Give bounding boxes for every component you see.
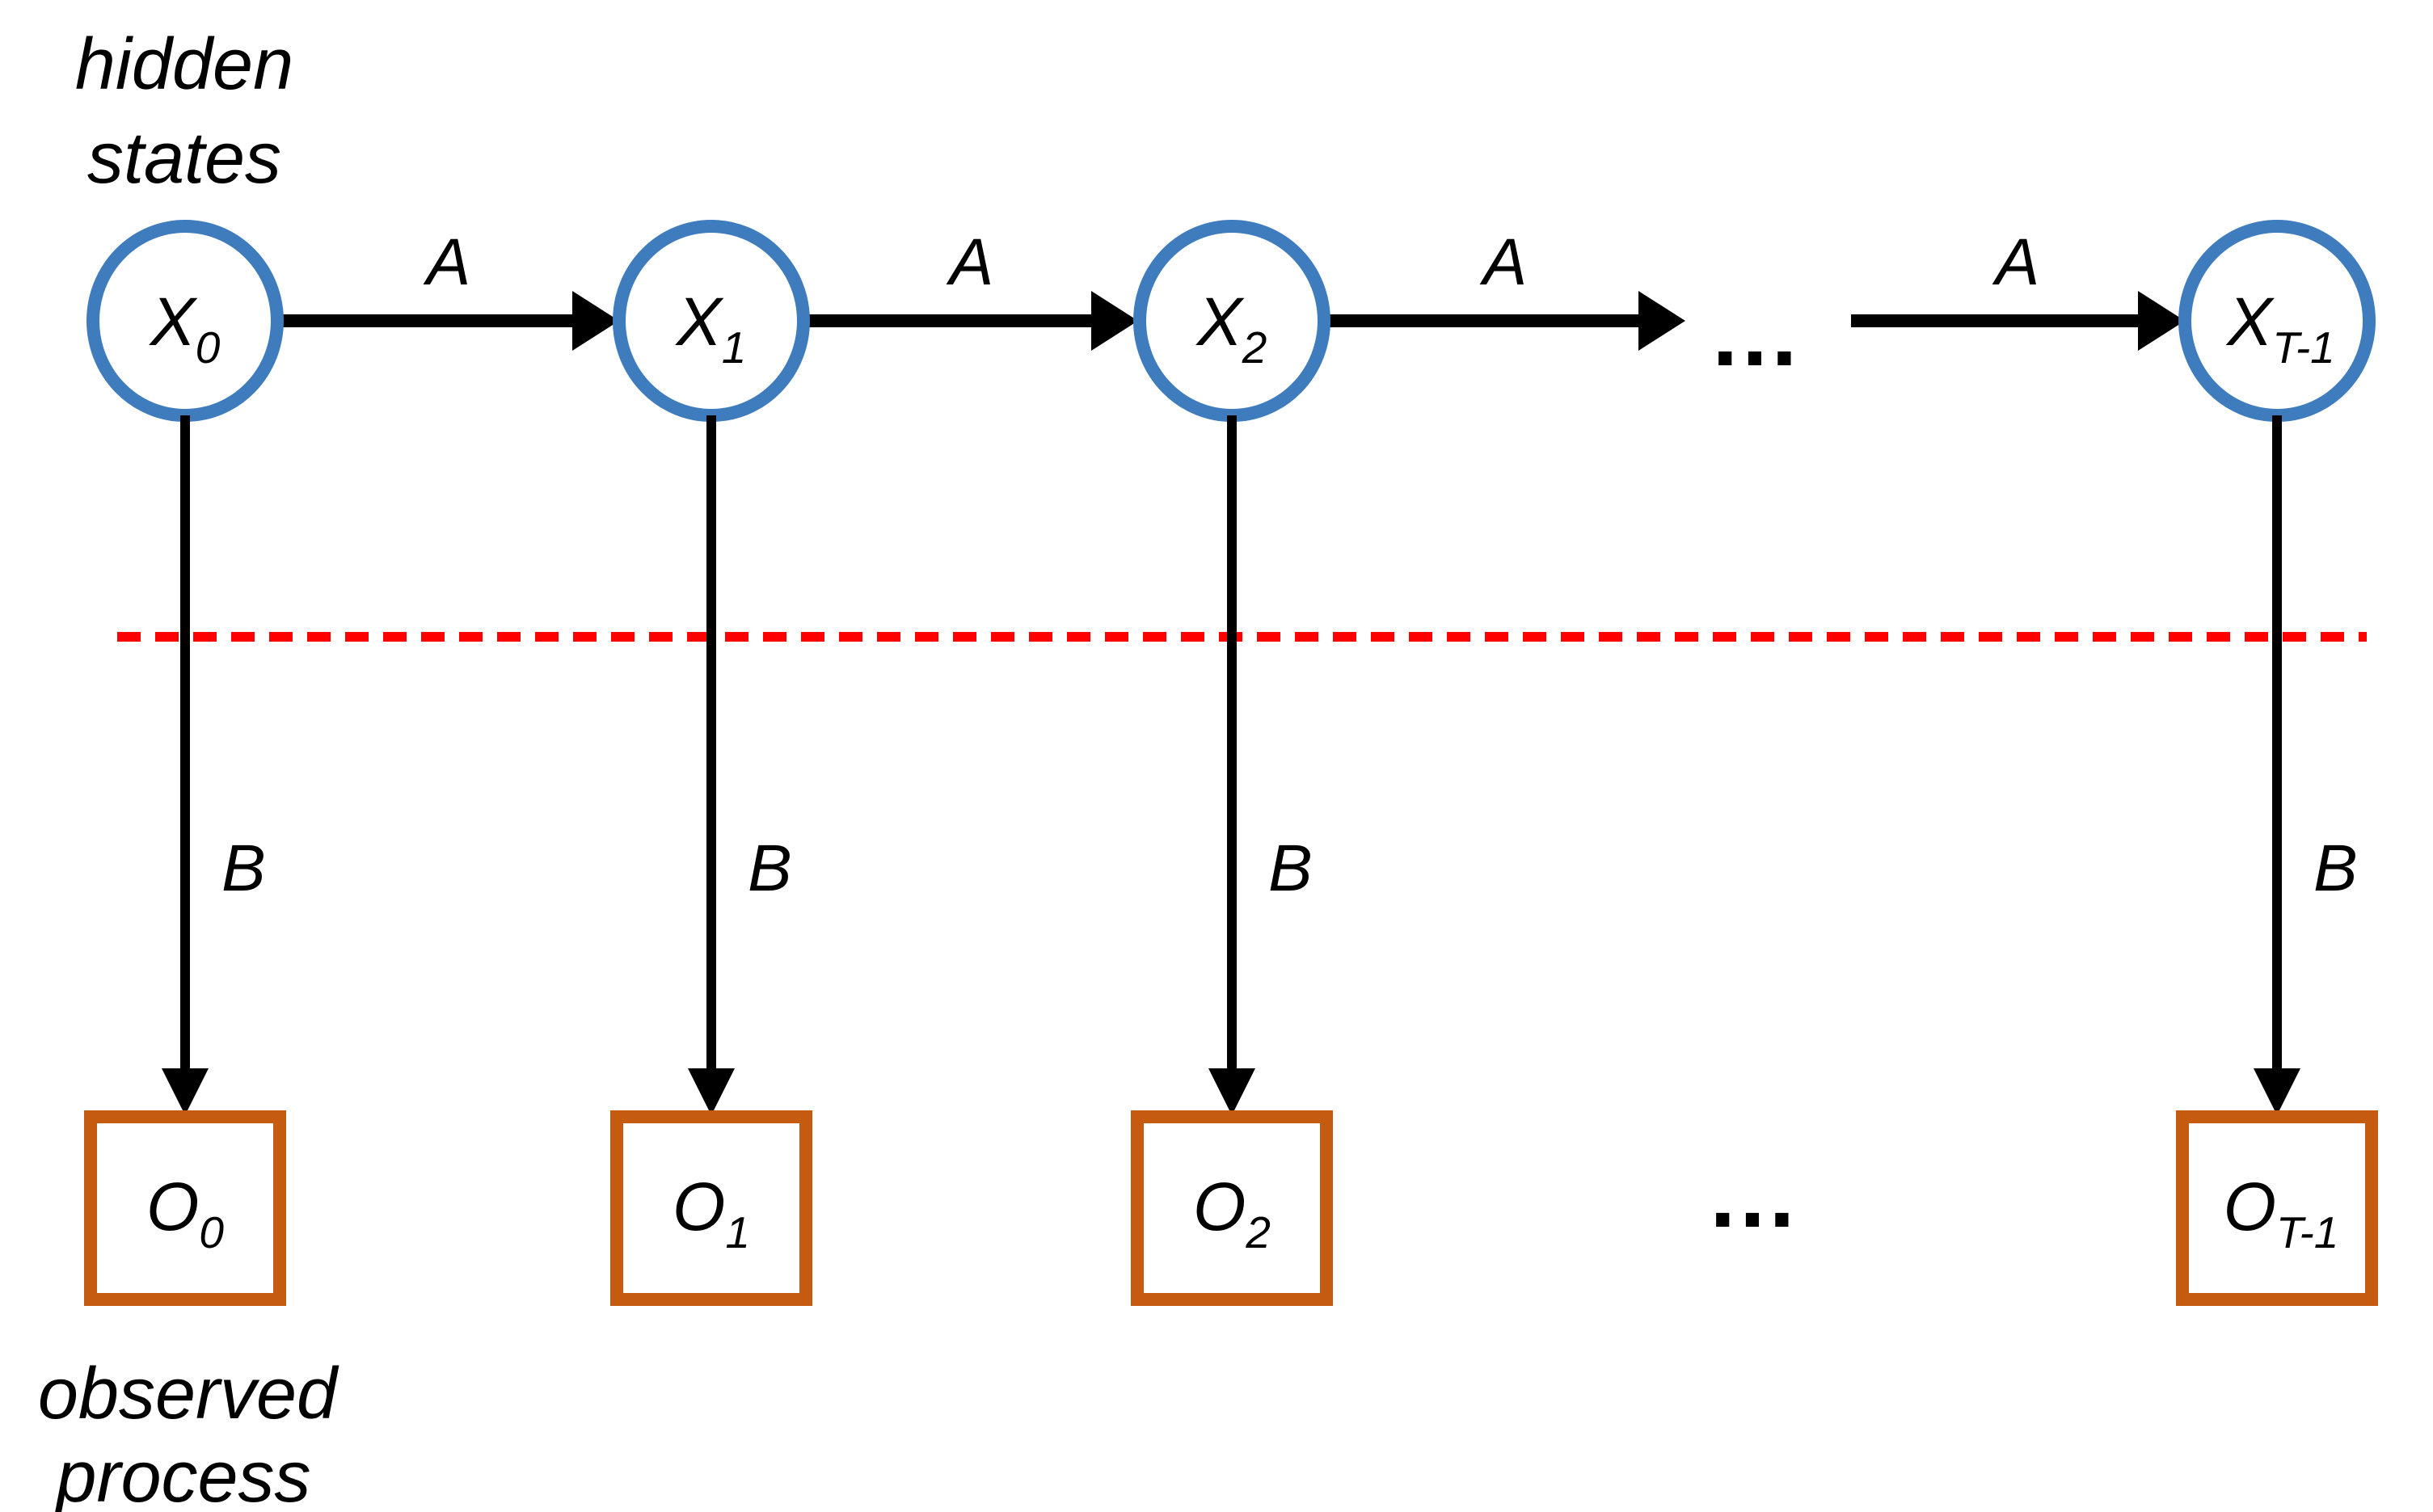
transition-arrow-3 [1851,291,2185,351]
caption-observed-process: observed process [38,1354,339,1512]
observed-node-label: O0 [146,1169,224,1257]
observed-node-o1: O1 [610,1110,812,1306]
transition-label-A-3: A [1992,225,2040,299]
emission-arrow-1 [688,415,735,1115]
emission-label-B-1: B [748,832,792,905]
hidden-state-label: X0 [149,284,221,373]
hidden-state-node-x1: X1 [613,220,810,422]
observed-node-square [2176,1110,2378,1306]
arrowhead-right-icon [2138,291,2185,351]
arrowhead-down-icon [1208,1068,1255,1115]
hidden-state-label: X1 [675,284,747,373]
transition-label-A-0: A [423,225,471,299]
observed-node-label: O2 [1193,1169,1271,1257]
emission-label-B-0: B [221,832,266,905]
emission-arrow-0 [162,415,209,1115]
arrowhead-right-icon [1091,291,1138,351]
hidden-state-node-xt1: XT-1 [2178,220,2376,422]
caption-observed-line2: process [53,1437,310,1512]
transition-label-A-1: A [946,225,994,299]
transition-label-A-2: A [1479,225,1528,299]
arrowhead-right-icon [572,291,619,351]
arrowhead-down-icon [2254,1068,2300,1115]
caption-hidden-states: hidden states [75,24,293,199]
observed-node-ot1: OT-1 [2176,1110,2378,1306]
observed-row-ellipsis: … [1706,1143,1804,1247]
hidden-state-label: X2 [1195,284,1267,373]
observed-node-square [610,1110,812,1306]
arrowhead-down-icon [688,1068,735,1115]
arrowhead-down-icon [162,1068,209,1115]
observed-node-label: OT-1 [2224,1169,2339,1257]
observed-node-o2: O2 [1131,1110,1333,1306]
emission-label-B-3: B [2313,832,2358,905]
hidden-state-label: XT-1 [2225,284,2334,373]
transition-arrow-0 [279,291,619,351]
caption-hidden-line1: hidden [75,24,293,105]
observed-node-label: O1 [673,1169,750,1257]
hidden-chain-ellipsis: … [1709,282,1807,385]
arrowhead-right-icon [1638,291,1685,351]
caption-hidden-line2: states [87,118,281,199]
emission-arrow-3 [2254,415,2300,1115]
observed-node-square [1131,1110,1333,1306]
transition-arrow-2 [1326,291,1685,351]
hidden-state-node-x0: X0 [86,220,284,422]
hidden-state-circle [2178,220,2376,422]
emission-arrow-2 [1208,415,1255,1115]
transition-arrow-1 [805,291,1138,351]
emission-label-B-2: B [1268,832,1313,905]
observed-node-o0: O0 [84,1110,286,1306]
caption-observed-line1: observed [38,1354,339,1434]
observed-node-square [84,1110,286,1306]
hidden-state-node-x2: X2 [1133,220,1330,422]
